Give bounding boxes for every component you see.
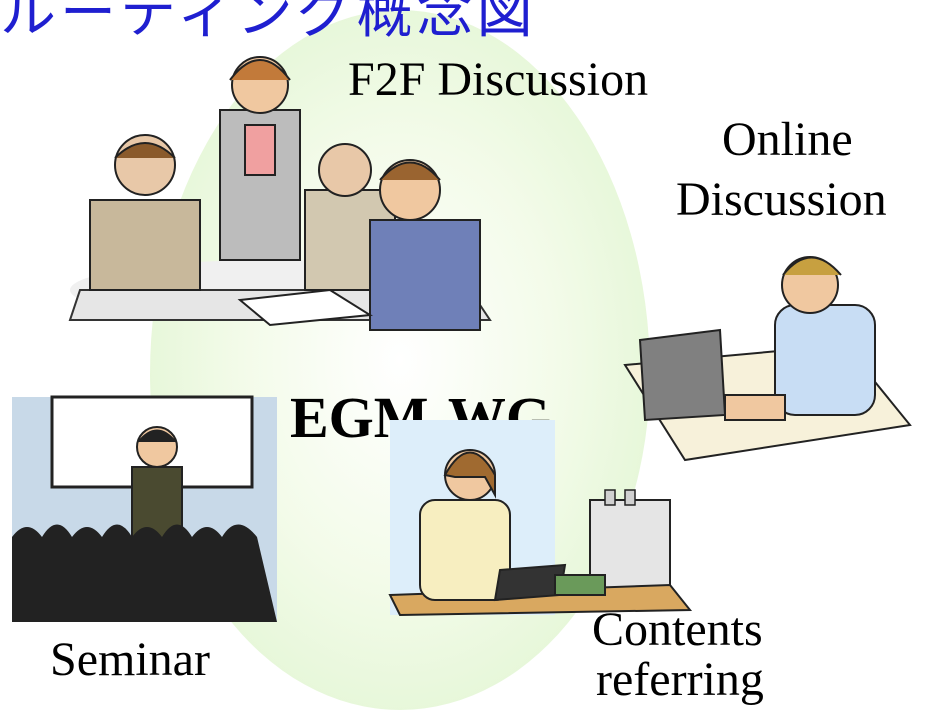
top-banner-text: ルーティング概念図: [0, 0, 537, 46]
contents-referring-label-line2: referring: [596, 653, 764, 706]
f2f-meeting-illustration: [68, 56, 492, 331]
online-discussion-illustration: [623, 256, 912, 462]
contents-referring-label-line1: Contents: [592, 603, 763, 656]
online-discussion-label-line2: Discussion: [676, 173, 887, 226]
seminar-illustration: [12, 395, 277, 622]
f2f-discussion-label: F2F Discussion: [348, 53, 649, 106]
online-discussion-label-line1: Online: [722, 113, 853, 166]
seminar-label: Seminar: [50, 633, 210, 686]
contents-referring-illustration: [388, 420, 693, 617]
